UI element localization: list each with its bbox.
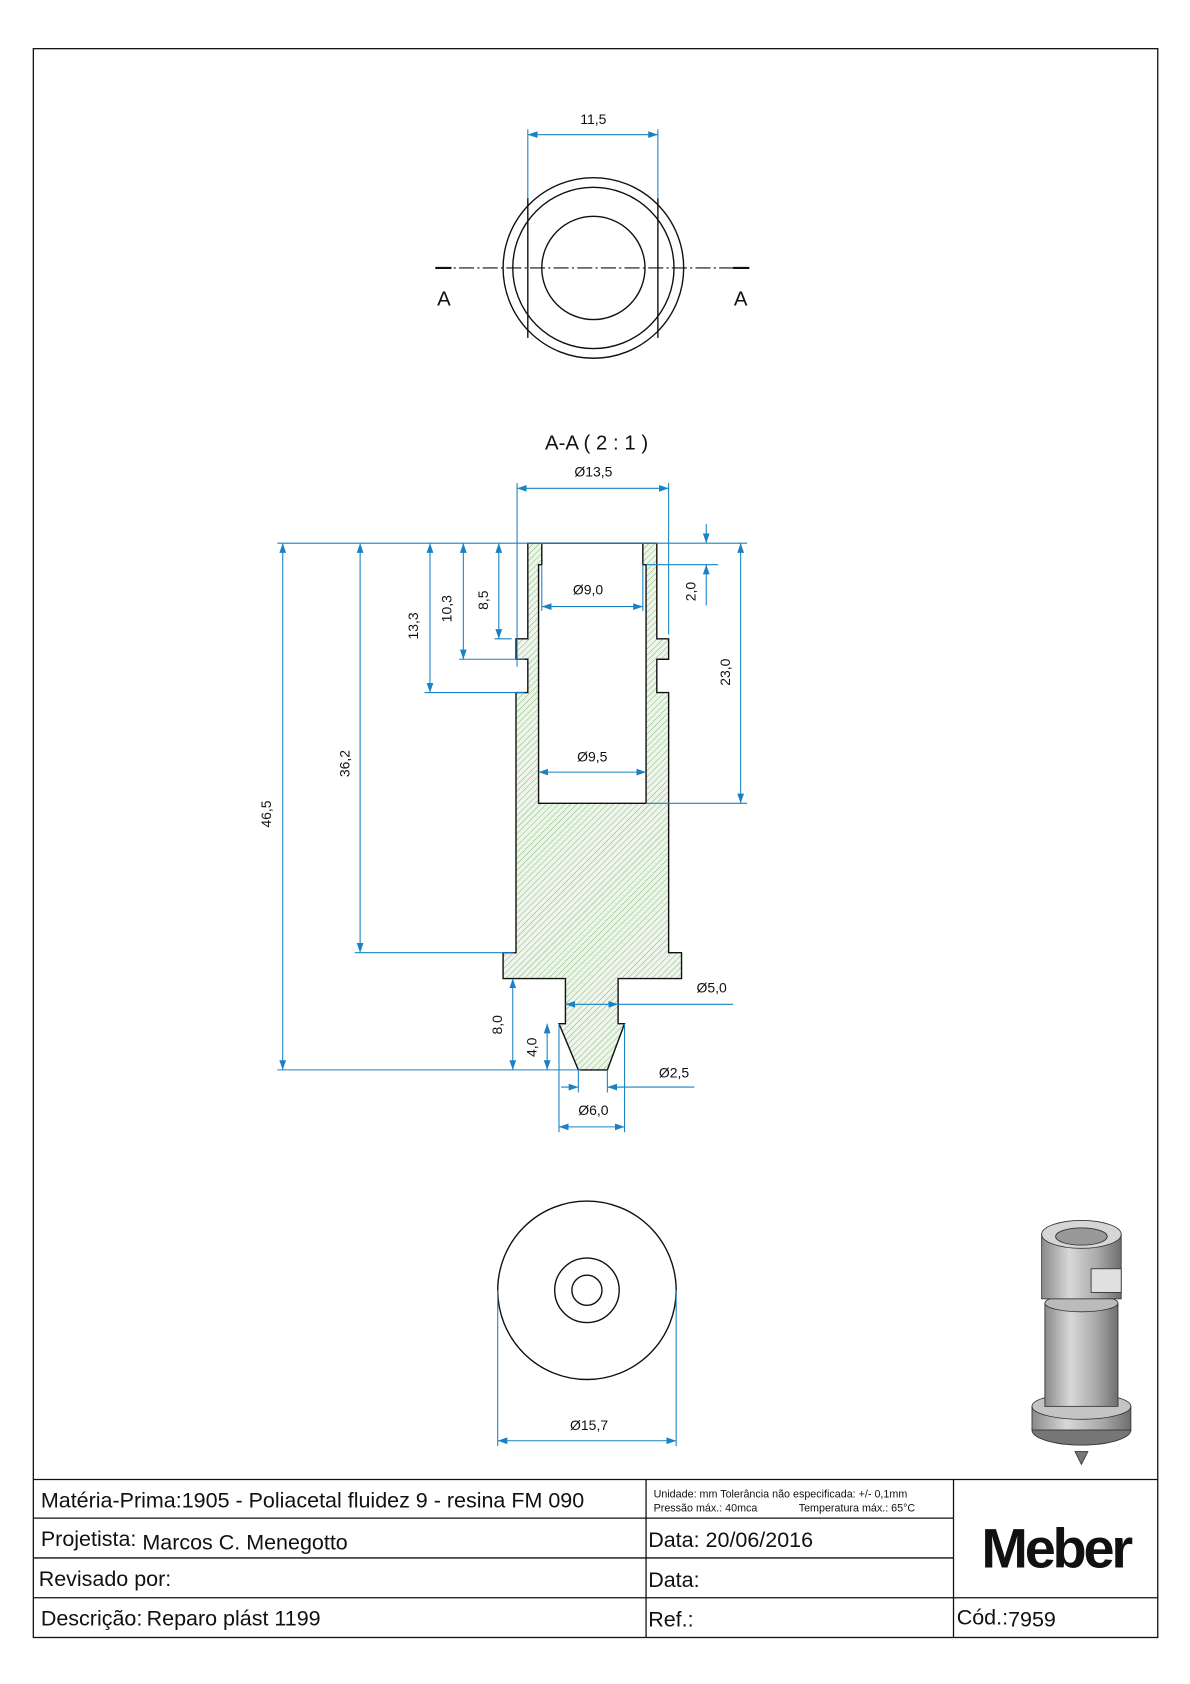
notes-line1: Unidade: mm Tolerância não especificada:… xyxy=(654,1489,908,1501)
description-value: Reparo plást 1199 xyxy=(147,1607,321,1631)
svg-text:Matéria-Prima:1905 - Poliaceta: Matéria-Prima:1905 - Poliacetal fluidez … xyxy=(41,1488,584,1512)
section-label-right: A xyxy=(734,289,748,311)
svg-text:Projetista: Marcos C. Menegott: Projetista: Marcos C. Menegotto xyxy=(41,1527,348,1554)
dim-stem-length: 8,0 xyxy=(489,1015,505,1035)
top-view: A A 11,5 xyxy=(435,111,750,359)
dim-total-length: 46,5 xyxy=(258,800,274,827)
dim-cone-diameter: Ø6,0 xyxy=(578,1102,609,1118)
dim-bottom-diameter: Ø15,7 xyxy=(570,1417,608,1433)
sheet-border xyxy=(32,48,1159,1639)
dim-cone-length: 4,0 xyxy=(523,1037,539,1057)
reviewed-label: Revisado por: xyxy=(39,1567,172,1591)
bottom-view: Ø15,7 xyxy=(497,1200,677,1447)
section-label-left: A xyxy=(437,289,451,311)
dim-counterbore-depth: 2,0 xyxy=(683,582,699,602)
part-3d-render xyxy=(1031,1219,1132,1466)
svg-text:Cód.:7959: Cód.:7959 xyxy=(957,1606,1056,1632)
title-block xyxy=(33,1478,1158,1638)
dim-bore-depth: 23,0 xyxy=(717,658,733,685)
dim-groove-bottom: 13,3 xyxy=(405,612,421,639)
svg-text:Descrição:Reparo plást 1199: Descrição:Reparo plást 1199 xyxy=(41,1607,321,1631)
notes-pressure: Pressão máx.: 40mca xyxy=(654,1503,758,1515)
description-label: Descrição: xyxy=(41,1607,142,1631)
code-value: 7959 xyxy=(1008,1608,1056,1632)
material-label: Matéria-Prima: xyxy=(41,1488,182,1512)
designer-value: Marcos C. Menegotto xyxy=(142,1530,347,1554)
dim-stem-diameter: Ø5,0 xyxy=(696,979,727,995)
ref-label: Ref.: xyxy=(648,1608,693,1632)
dim-flange-height: 36,2 xyxy=(336,750,352,777)
notes-temperature: Temperatura máx.: 65°C xyxy=(799,1503,916,1515)
designer-label: Projetista: xyxy=(41,1527,137,1551)
section-hatched-body xyxy=(502,542,683,1071)
svg-text:Data: 20/06/2016: Data: 20/06/2016 xyxy=(648,1528,813,1552)
title-block-text: Matéria-Prima:1905 - Poliacetal fluidez … xyxy=(39,1488,1136,1632)
date-value: 20/06/2016 xyxy=(706,1528,814,1552)
section-view: A-A ( 2 : 1 ) Ø13,5 46,5 xyxy=(258,433,748,1133)
dim-shoulder: 8,5 xyxy=(475,590,491,610)
dim-groove-top: 10,3 xyxy=(438,595,454,622)
dim-top-bore-diameter: Ø9,0 xyxy=(573,582,604,598)
dim-outer-diameter: Ø13,5 xyxy=(574,464,612,480)
material-value: 1905 - Poliacetal fluidez 9 - resina FM … xyxy=(182,1488,584,1512)
dim-tip-diameter: Ø2,5 xyxy=(659,1064,690,1080)
date-label: Data: xyxy=(648,1528,699,1552)
code-label: Cód.: xyxy=(957,1606,1008,1630)
meber-logo: Meber xyxy=(981,1517,1132,1580)
dim-bore-diameter: Ø9,5 xyxy=(577,748,608,764)
section-title: A-A ( 2 : 1 ) xyxy=(545,433,648,455)
reviewed-date-label: Data: xyxy=(648,1568,699,1592)
dim-width-label: 11,5 xyxy=(580,111,606,127)
